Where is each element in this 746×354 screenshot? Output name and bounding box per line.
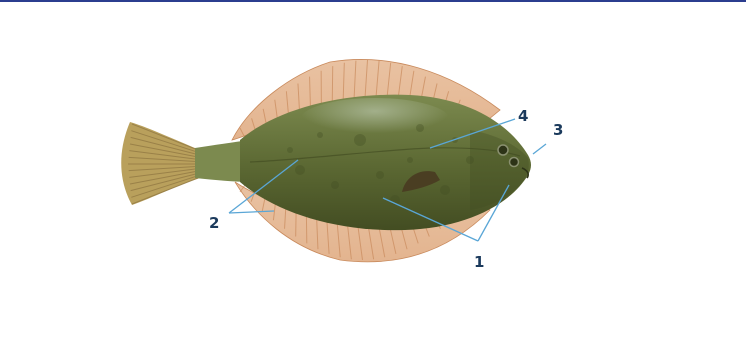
body-spot [331,181,339,189]
body-spot [440,185,450,195]
body-spot [317,132,323,138]
body-spot [287,147,293,153]
callout-label-1: 1 [474,253,484,271]
upper-eye [498,145,508,155]
body-spot [416,124,424,132]
caudal-fin [121,122,200,205]
body-spot [376,171,384,179]
callout-label-3: 3 [553,121,563,139]
callout-label-2: 2 [209,214,219,232]
lower-eye [510,158,519,167]
body-spot [407,157,413,163]
body-spot [354,134,366,146]
callout-label-4: 4 [518,107,528,125]
body-spot [295,165,305,175]
